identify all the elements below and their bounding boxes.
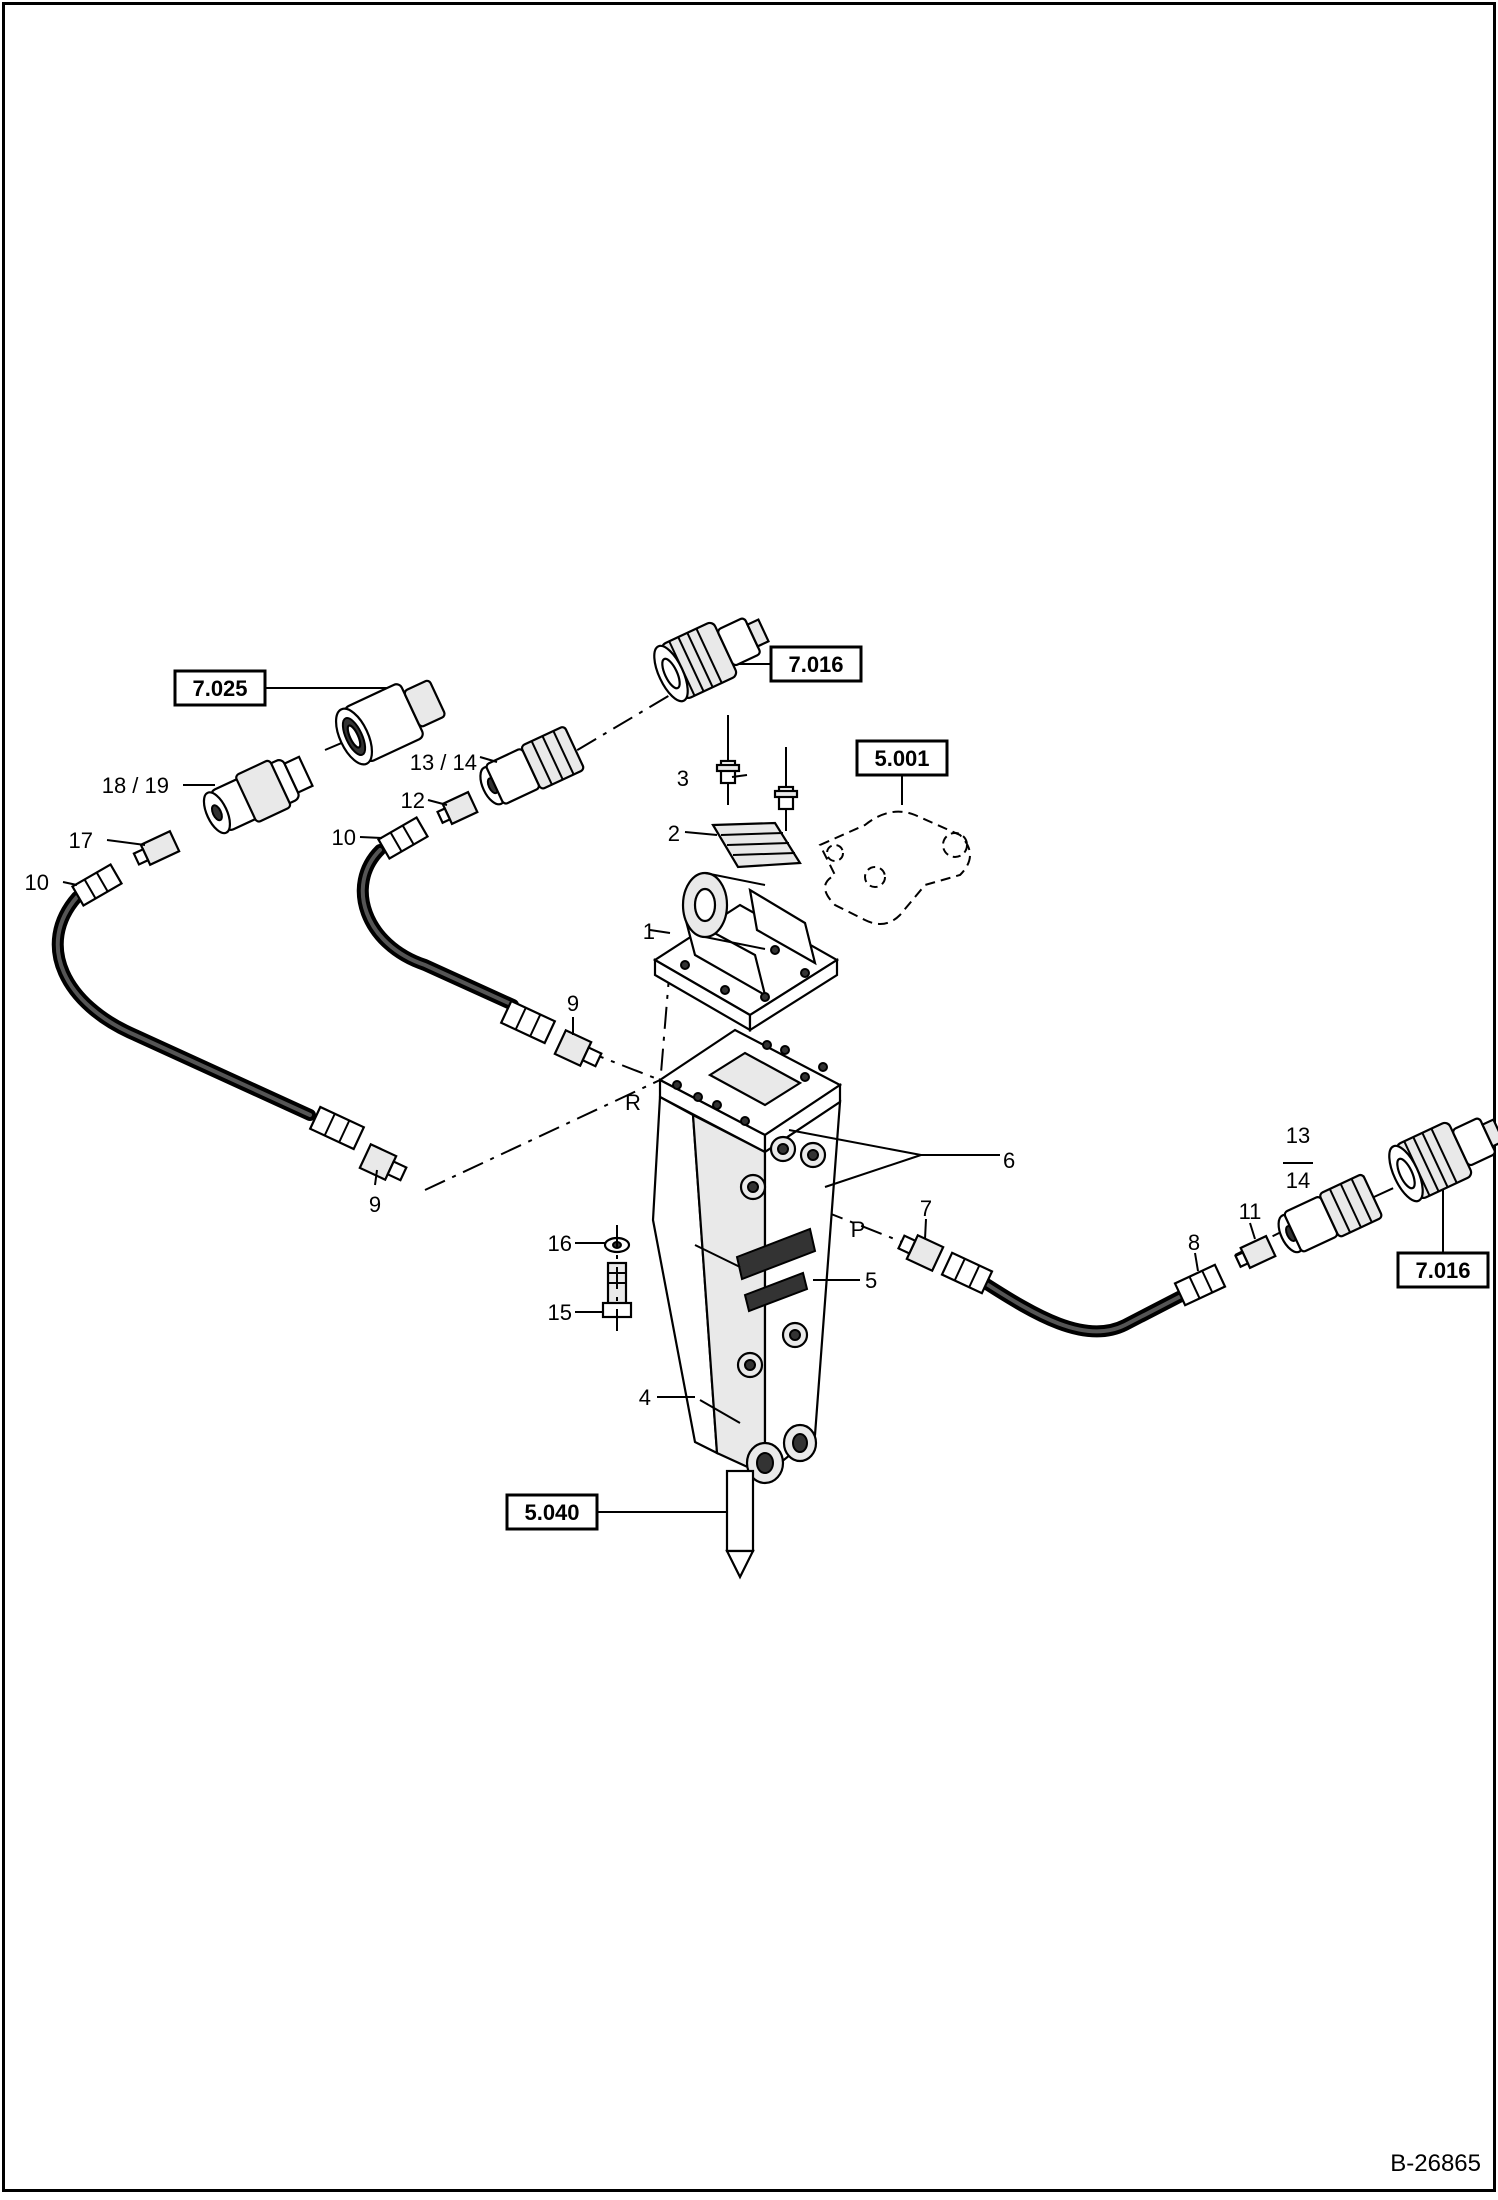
hose-left [51, 862, 408, 1182]
hose-right [897, 1117, 1498, 1338]
ref-box-7016-right: 7.016 [1396, 1179, 1490, 1289]
coupling-7025 [334, 679, 446, 766]
ref-box-7025: 7.025 [173, 669, 400, 707]
pin-3-left [715, 715, 741, 805]
ref-box-7016-top: 7.016 [725, 645, 863, 683]
coupling-13-14 [479, 726, 585, 806]
ref-5040-label: 5.040 [524, 1500, 579, 1525]
hammer-body-4 [651, 1028, 843, 1580]
document-number: B-26865 [1390, 2150, 1481, 2177]
port-r-label: R [625, 1090, 641, 1115]
coupling-7016-right [1388, 1117, 1498, 1203]
label-13-14: 13 / 14 [410, 750, 477, 775]
label-12: 12 [401, 788, 425, 813]
leader-lines [62, 756, 1313, 1398]
mounting-plate-1 [652, 871, 840, 1032]
coupling-18-19 [202, 755, 314, 835]
label-10-middle: 10 [332, 825, 356, 850]
hose-left-fitting-top [70, 862, 124, 908]
label-10-left: 10 [25, 870, 49, 895]
exploded-view-drawing: 7.025 7.016 5.001 7.016 5.040 [25, 617, 1498, 2177]
fitting-8 [1173, 1263, 1227, 1307]
port-p-label: P [851, 1217, 866, 1242]
label-17: 17 [69, 828, 93, 853]
ref-box-5001: 5.001 [855, 739, 949, 805]
nipple-17 [132, 829, 181, 867]
label-9-middle: 9 [567, 991, 579, 1016]
label-2: 2 [668, 821, 680, 846]
pin-3-right [773, 747, 799, 831]
adapter-9-left [358, 1142, 408, 1182]
nipple-12 [436, 790, 479, 826]
body-bolts [736, 1135, 827, 1379]
ref-7016-top-label: 7.016 [788, 652, 843, 677]
label-18-19: 18 / 19 [102, 773, 169, 798]
label-5: 5 [865, 1268, 877, 1293]
label-15: 15 [548, 1300, 572, 1325]
nipple-11 [1234, 1234, 1277, 1270]
ref-7016-right-label: 7.016 [1415, 1258, 1470, 1283]
hose-left-fitting-bottom [308, 1105, 366, 1151]
hose-middle [356, 815, 603, 1068]
label-11: 11 [1239, 1199, 1262, 1224]
label-13: 13 [1286, 1123, 1310, 1148]
label-1: 1 [643, 919, 655, 944]
ref-5001-label: 5.001 [874, 746, 929, 771]
label-16: 16 [548, 1231, 572, 1256]
decal-2 [711, 821, 802, 869]
label-3: 3 [677, 766, 689, 791]
coupling-7016-top [653, 617, 770, 703]
label-8: 8 [1188, 1230, 1200, 1255]
ref-box-5040: 5.040 [505, 1493, 731, 1531]
hose-middle-fitting-top [376, 815, 430, 861]
bracket-5001 [818, 810, 971, 925]
adapter-7 [897, 1233, 945, 1273]
label-4: 4 [639, 1385, 651, 1410]
hose-middle-fitting-bottom [499, 999, 557, 1045]
adapter-9-middle [553, 1028, 603, 1068]
label-7: 7 [920, 1196, 932, 1221]
coupling-13-14-right [1277, 1173, 1383, 1254]
ref-7025-label: 7.025 [192, 676, 247, 701]
label-14: 14 [1286, 1168, 1310, 1193]
label-6: 6 [1003, 1148, 1015, 1173]
hose-right-fitting-left [940, 1251, 994, 1295]
label-9-left: 9 [369, 1192, 381, 1217]
part-labels: 1 2 3 4 5 6 7 8 9 9 10 10 11 12 13 / 14 … [25, 750, 1313, 1410]
